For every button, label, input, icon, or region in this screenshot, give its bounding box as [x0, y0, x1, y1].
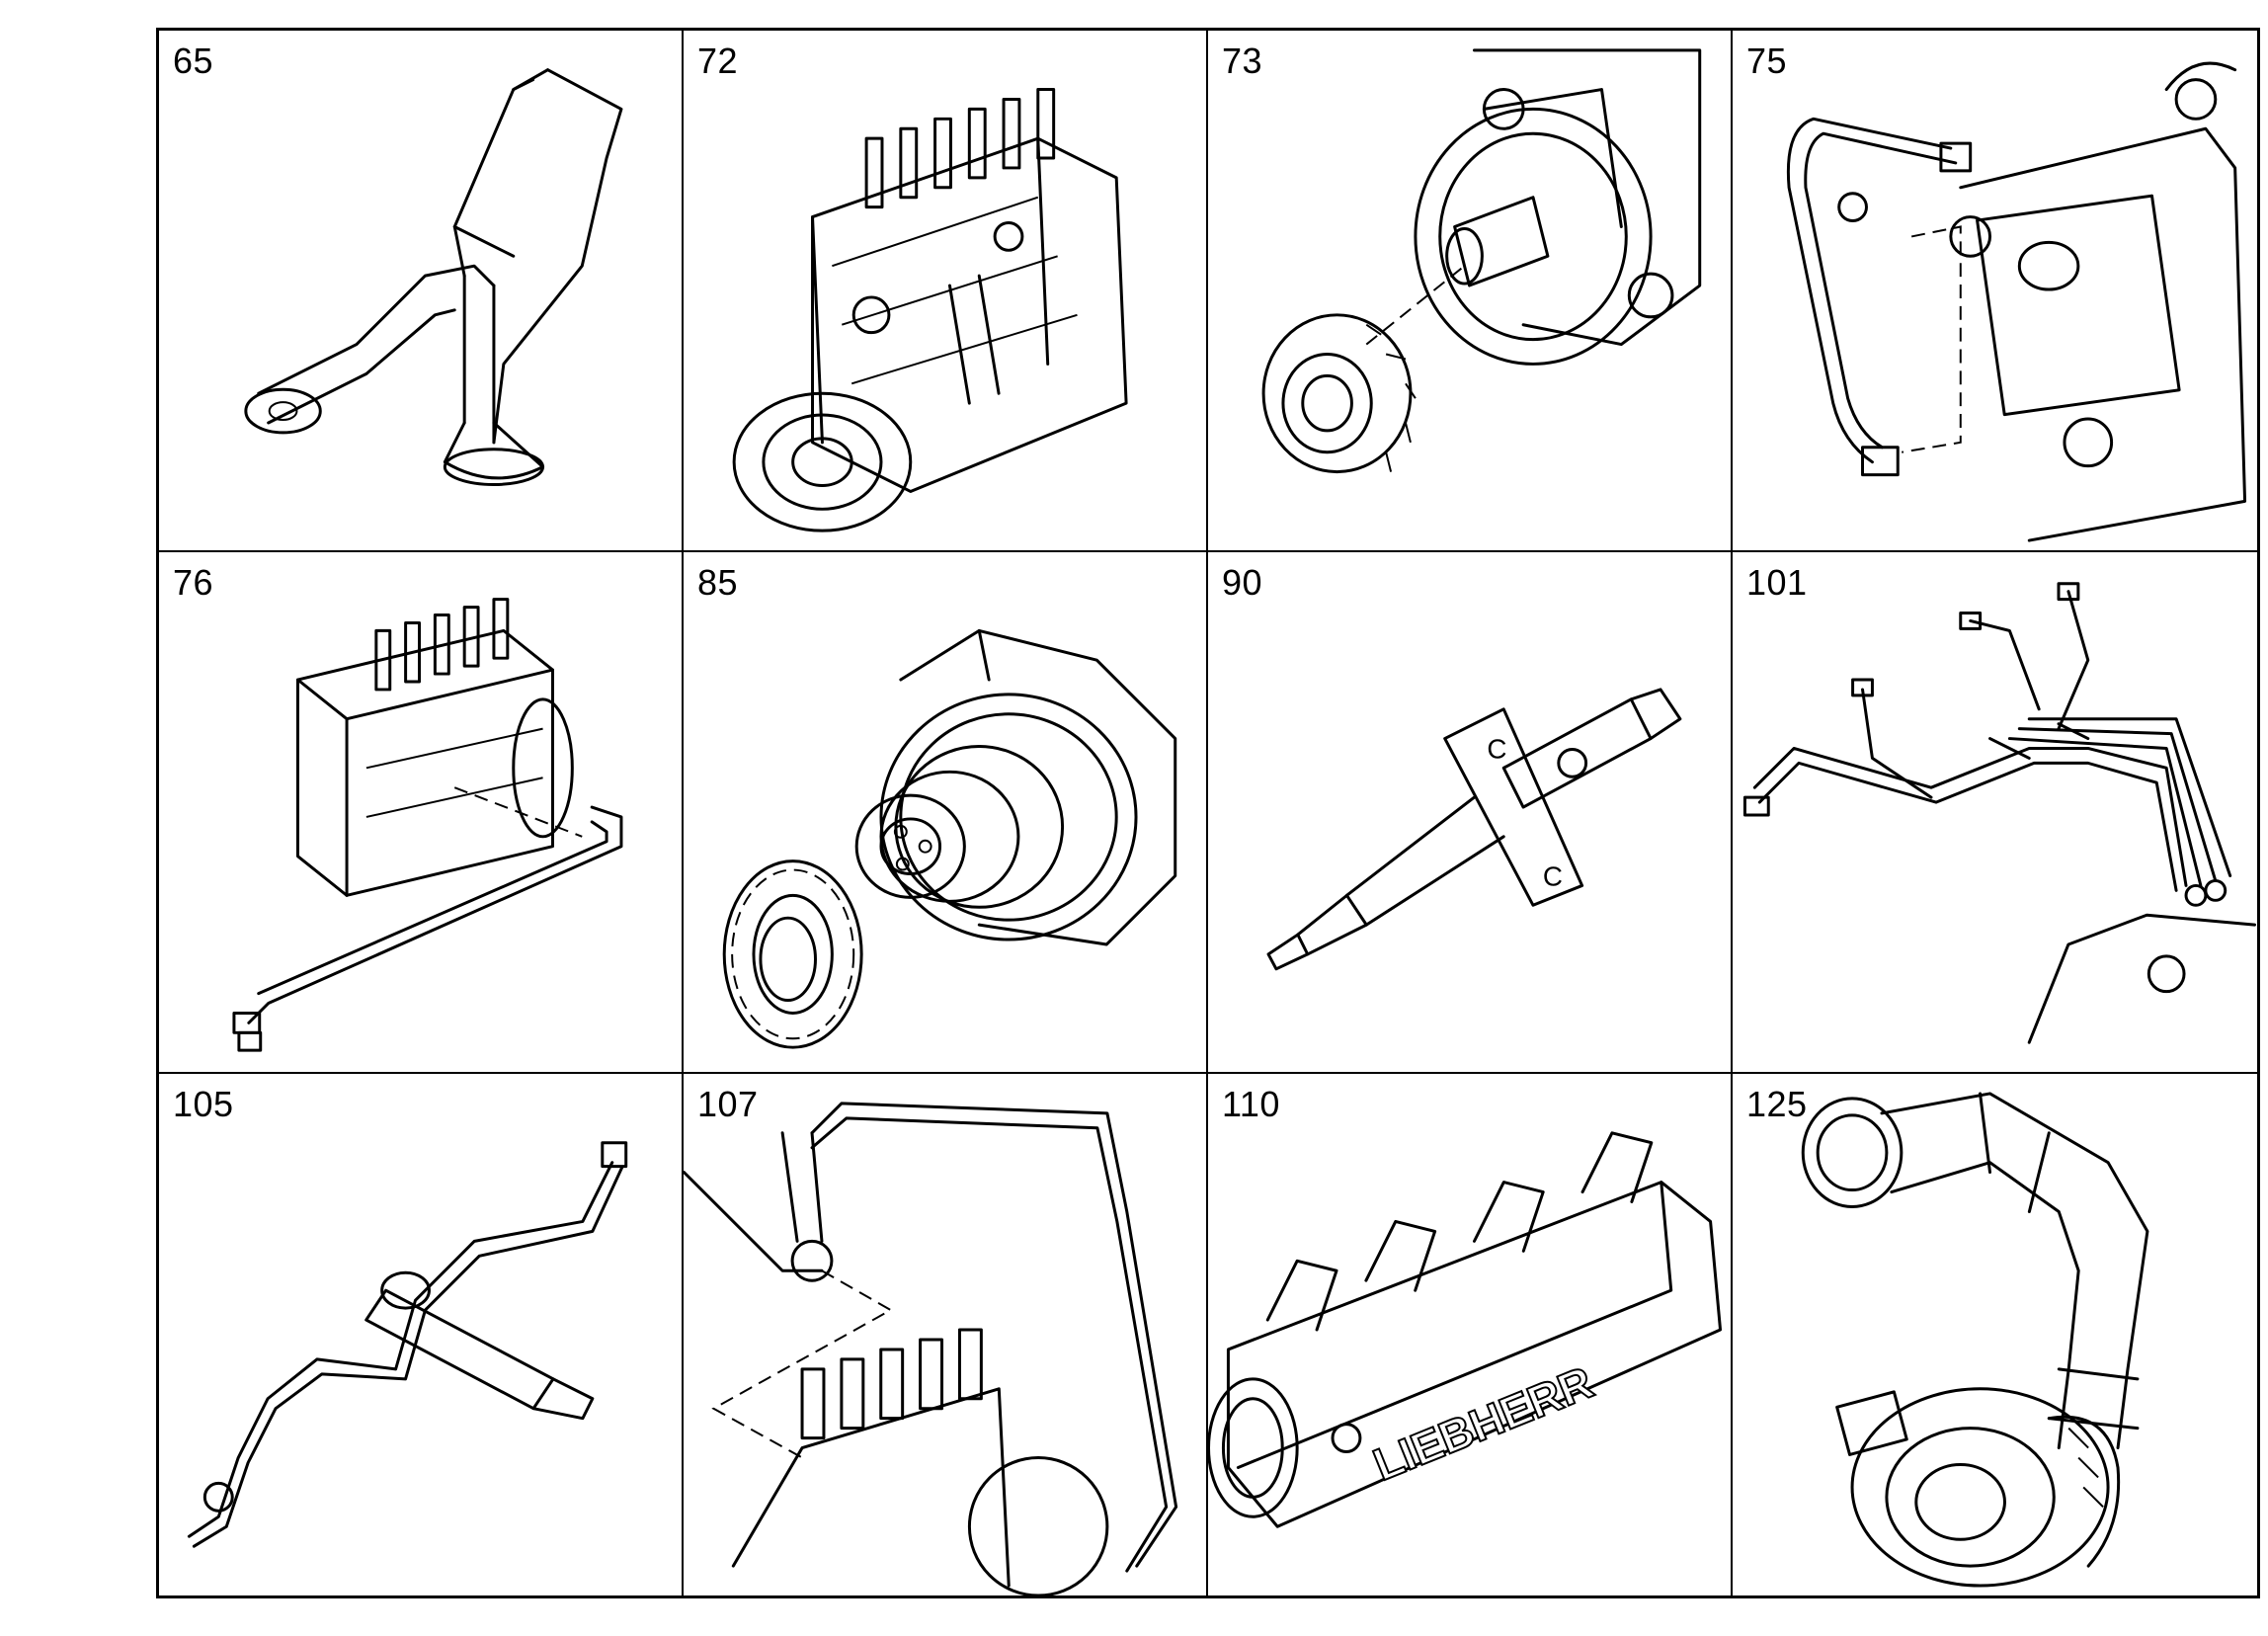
item-number: 73 [1222, 41, 1263, 81]
catalog-cell-85[interactable]: 85 [684, 552, 1208, 1074]
item-number: 75 [1746, 41, 1788, 81]
catalog-cell-72[interactable]: 72 [684, 31, 1208, 552]
item-number: 107 [697, 1084, 759, 1124]
injection-pump-drawing [732, 88, 1128, 532]
item-number: 90 [1222, 562, 1263, 603]
manifold-lettering: LIEBHERR [1366, 1357, 1599, 1491]
pump-pipe-line-drawing [1786, 61, 2247, 542]
item-number: 125 [1746, 1084, 1808, 1124]
item-number: 110 [1222, 1084, 1280, 1124]
svg-text:C: C [1543, 860, 1563, 891]
catalog-cell-107[interactable]: 107 [684, 1074, 1208, 1595]
catalog-cell-75[interactable]: 75 [1733, 31, 2257, 552]
catalog-cell-110[interactable]: LIEBHERR 110 [1208, 1074, 1733, 1595]
catalog-cell-105[interactable]: 105 [159, 1074, 684, 1595]
item-number: 65 [173, 41, 214, 81]
catalog-cell-73[interactable]: 73 [1208, 31, 1733, 552]
pump-drive-gear-drawing [1261, 48, 1702, 474]
item-number: 85 [697, 562, 739, 603]
catalog-cell-125[interactable]: 125 [1733, 1074, 2257, 1595]
gear-and-pulley-drawing [722, 628, 1177, 1049]
injector-with-line-drawing [187, 1141, 628, 1548]
turbocharger-hose-drawing [1801, 1092, 2149, 1588]
parts-catalog-grid: 65 [156, 28, 2260, 1598]
item-number: 105 [173, 1084, 234, 1124]
catalog-cell-76[interactable]: 76 [159, 552, 684, 1074]
injection-lines-drawing [1742, 582, 2256, 1044]
intake-manifold-drawing: LIEBHERR [1208, 1131, 1723, 1528]
svg-text:C: C [1487, 733, 1506, 764]
pump-with-line-drawing [232, 598, 623, 1052]
injector-drawing: C C [1266, 688, 1682, 971]
pipe-bracket-drawing [244, 68, 623, 486]
item-number: 101 [1746, 562, 1808, 603]
catalog-cell-90[interactable]: C C 90 [1208, 552, 1733, 1074]
pump-with-leak-line-drawing [684, 1102, 1178, 1595]
item-number: 72 [697, 41, 739, 81]
catalog-cell-101[interactable]: 101 [1733, 552, 2257, 1074]
item-number: 76 [173, 562, 214, 603]
catalog-cell-65[interactable]: 65 [159, 31, 684, 552]
